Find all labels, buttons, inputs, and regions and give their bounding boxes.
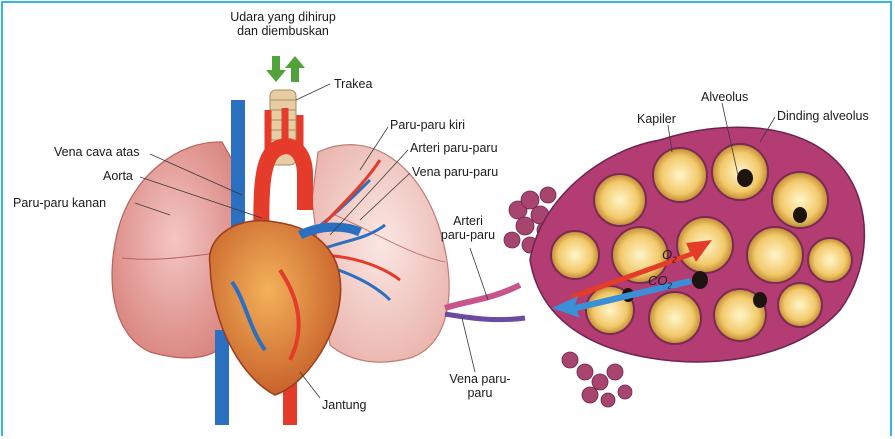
co2-label: CO2	[648, 273, 672, 291]
aorta-label: Aorta	[103, 169, 133, 183]
zoom-artery-line1: Arteri	[430, 214, 506, 228]
alveolar-wall-label: Dinding alveolus	[777, 109, 869, 123]
zoom-vein-line2: paru	[440, 386, 520, 400]
co2-subscript: 2	[668, 282, 672, 291]
superior-vena-cava-label: Vena cava atas	[54, 145, 139, 159]
left-lung-label: Paru-paru kiri	[390, 118, 465, 132]
air-flow-arrows-icon	[266, 56, 305, 82]
o2-letter: O	[662, 247, 672, 262]
pulmonary-artery-label: Arteri paru-paru	[410, 141, 498, 155]
co2-letter: CO	[648, 273, 668, 288]
alveolus-label: Alveolus	[701, 90, 748, 104]
pulmonary-vein-label: Vena paru-paru	[412, 165, 498, 179]
capillary-label: Kapiler	[637, 112, 676, 126]
right-lung-label: Paru-paru kanan	[13, 196, 106, 210]
zoom-vein-label: Vena paru- paru	[440, 372, 520, 400]
air-label-line2: dan diembuskan	[198, 24, 368, 38]
air-label-line1: Udara yang dihirup	[198, 10, 368, 24]
air-label: Udara yang dihirup dan diembuskan	[198, 10, 368, 38]
zoom-vein-line1: Vena paru-	[440, 372, 520, 386]
trachea-label: Trakea	[334, 77, 372, 91]
zoom-artery-label: Arteri paru-paru	[430, 214, 506, 242]
o2-subscript: 2	[672, 256, 676, 265]
heart	[210, 221, 341, 395]
zoom-artery-line2: paru-paru	[430, 228, 506, 242]
heart-label: Jantung	[322, 398, 366, 412]
o2-label: O2	[662, 247, 677, 265]
